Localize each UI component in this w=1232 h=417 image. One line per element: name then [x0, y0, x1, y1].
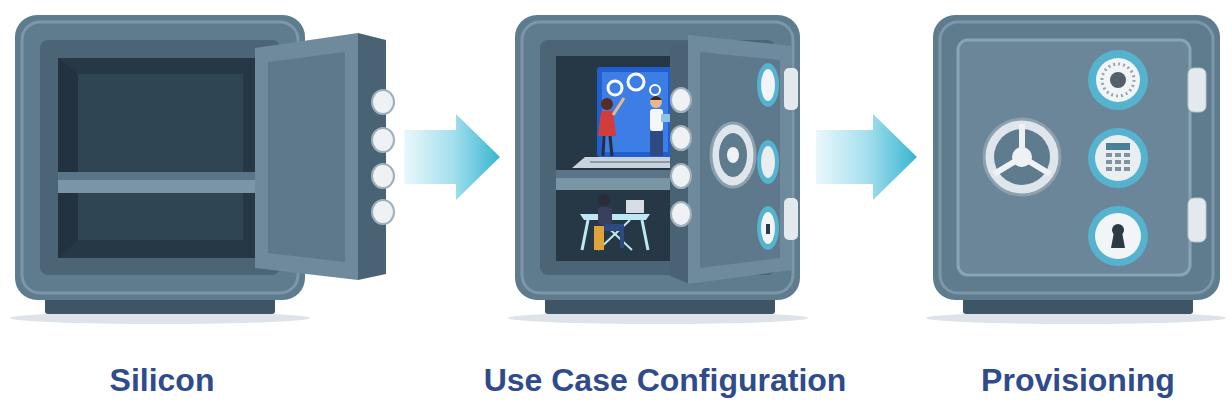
open-empty-safe-part [372, 164, 394, 188]
configured-safe-part [650, 96, 662, 100]
flow-arrow [404, 114, 500, 200]
closed-safe-part [1088, 206, 1148, 266]
configured-safe-part [613, 98, 624, 115]
configured-safe-part [766, 224, 770, 234]
safe-stage-node: Use Case Configuration [508, 15, 810, 410]
configured-safe-part [601, 98, 613, 110]
closed-safe-part [1111, 232, 1125, 248]
closed-safe-part-part [1106, 167, 1112, 171]
closed-safe-part [1188, 198, 1206, 242]
configured-safe-part [757, 140, 779, 184]
closed-safe-part-part [1115, 167, 1121, 171]
configured-safe-part [610, 136, 612, 156]
open-empty-safe-part [58, 58, 263, 258]
closed-safe [926, 15, 1226, 324]
closed-safe-part [940, 22, 1213, 293]
configured-safe-part [671, 126, 691, 150]
closed-safe-part [1102, 64, 1134, 96]
configured-safe-part [650, 131, 663, 156]
configured-safe-part [757, 206, 779, 250]
configured-safe-part [650, 96, 662, 108]
closed-safe-part [1096, 58, 1140, 102]
configured-safe-part [598, 194, 610, 206]
configured-safe-part [603, 136, 604, 156]
stage-label: Use Case Configuration [484, 360, 847, 400]
configured-safe-part [594, 226, 604, 250]
open-empty-safe-part [268, 52, 345, 262]
configured-safe-part [642, 220, 648, 250]
closed-safe-part-part [1115, 160, 1121, 164]
configured-safe-part [650, 85, 660, 95]
configured-safe-part [757, 63, 779, 107]
configured-safe-part [671, 202, 691, 226]
closed-safe-part [1088, 50, 1148, 110]
configured-safe-part [608, 81, 622, 95]
configured-safe-part [597, 67, 673, 157]
configured-safe-part [580, 214, 650, 220]
closed-safe-part [984, 119, 1060, 195]
open-empty-safe [10, 15, 394, 324]
configured-safe-part [628, 74, 644, 90]
stage-label: Provisioning [981, 360, 1175, 400]
configured-safe-part [620, 231, 624, 248]
open-empty-safe-part [372, 128, 394, 152]
safe-stage-node: Provisioning [925, 15, 1222, 410]
closed-safe-part [1106, 153, 1130, 171]
closed-safe-part [1188, 68, 1206, 112]
closed-safe-part-part [1124, 167, 1130, 171]
configured-safe [508, 15, 808, 324]
closed-safe-part-part [1106, 160, 1112, 164]
configured-safe-part [784, 198, 798, 240]
open-empty-safe-part [78, 74, 243, 240]
stage-label: Silicon [110, 360, 215, 400]
configured-safe-part [590, 161, 682, 163]
configured-safe-part [700, 52, 780, 268]
configured-safe-part [582, 220, 588, 250]
closed-safe-part [1088, 128, 1148, 188]
configured-safe-part [604, 224, 624, 231]
open-empty-safe-part [358, 33, 386, 280]
configured-safe-part [761, 69, 775, 101]
configured-safe-part [711, 123, 755, 187]
configured-safe-part [671, 88, 691, 112]
closed-safe-part-part [1106, 153, 1112, 157]
open-empty-safe-part [58, 172, 263, 180]
closed-safe-part-part [1124, 153, 1130, 157]
open-empty-safe-part [255, 33, 358, 280]
open-empty-safe-part [58, 58, 78, 258]
configured-safe-part [626, 200, 644, 213]
open-empty-safe-part [372, 90, 394, 114]
configured-safe-part [688, 35, 792, 284]
configured-safe-part [515, 15, 800, 300]
closed-safe-part [1095, 135, 1141, 181]
closed-safe-part-part [1124, 160, 1130, 164]
configured-safe-part [670, 40, 690, 284]
open-empty-safe-part [372, 200, 394, 224]
configured-safe-part [600, 220, 632, 250]
closed-safe-part [1110, 72, 1126, 88]
configured-safe-part [727, 147, 739, 163]
safe-stage-node: Silicon [15, 15, 398, 410]
open-empty-safe-part [58, 180, 263, 193]
configured-safe-part [719, 133, 747, 177]
configured-safe-part [661, 114, 671, 122]
flow-arrow [816, 114, 917, 200]
configured-safe-part [598, 207, 612, 225]
closed-safe-part [1095, 213, 1141, 259]
closed-safe-part [958, 40, 1190, 275]
closed-safe-part [1106, 143, 1130, 150]
closed-safe-part-part [1115, 153, 1121, 157]
closed-safe-part [1012, 147, 1032, 167]
configured-safe-part [784, 68, 798, 110]
configured-safe-part [761, 146, 775, 178]
closed-safe-part [933, 15, 1220, 300]
open-empty-safe-part [40, 40, 280, 275]
configured-safe-part [671, 164, 691, 188]
configured-safe-part [761, 212, 775, 244]
configured-safe-part [522, 22, 793, 293]
